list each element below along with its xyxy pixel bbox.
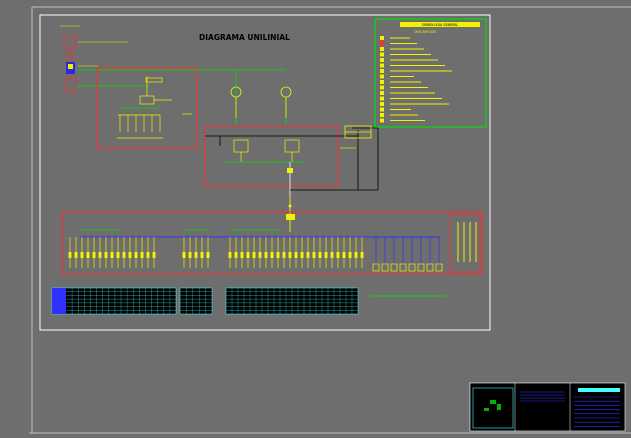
branch-breaker	[270, 252, 274, 258]
upper-subpanel	[96, 67, 198, 149]
branch-breaker	[312, 252, 316, 258]
branch-breaker	[98, 252, 102, 258]
branch-breaker	[294, 252, 298, 258]
branch-breaker	[324, 252, 328, 258]
legend-symbol	[380, 80, 384, 84]
schedule-table-1	[51, 287, 177, 315]
branch-breaker	[110, 252, 114, 258]
branch-breaker	[417, 263, 425, 272]
legend-symbol	[380, 52, 384, 57]
branch-breaker	[276, 252, 280, 258]
branch-breaker	[252, 252, 256, 258]
branch-breaker	[318, 252, 322, 258]
branch-breaker	[240, 252, 244, 258]
legend-symbol	[380, 85, 384, 90]
load-schedule-tables	[51, 287, 359, 315]
legend-symbol	[380, 47, 384, 51]
branch-breaker	[336, 252, 340, 258]
legend-symbol	[380, 118, 384, 123]
branch-breaker	[206, 252, 210, 258]
branch-breaker	[390, 263, 398, 272]
branch-breaker	[360, 252, 364, 258]
branch-breaker	[188, 252, 192, 258]
branch-breaker	[86, 252, 90, 258]
legend-title: SIMBOLOGIA GENERAL	[422, 23, 458, 27]
main-distribution-board	[61, 211, 483, 275]
branch-breaker	[182, 252, 186, 258]
branch-breaker	[306, 252, 310, 258]
outer-sheet-frame	[29, 6, 631, 434]
legend-symbol	[380, 113, 384, 117]
legend-symbol	[380, 69, 384, 73]
legend-symbol	[380, 63, 384, 68]
branch-breaker	[372, 263, 380, 272]
branch-breaker	[264, 252, 268, 258]
legend-symbol	[380, 102, 384, 106]
branch-breaker	[228, 252, 232, 258]
branch-breaker	[342, 252, 346, 258]
drawing-title: DIAGRAMA UNILINIAL	[199, 33, 290, 42]
branch-breaker	[426, 263, 434, 272]
meter-symbols	[230, 86, 292, 118]
legend-symbol	[380, 41, 384, 46]
service-entrance	[60, 25, 150, 93]
branch-breaker	[354, 252, 358, 258]
title-block-location-map	[472, 387, 514, 429]
branch-breaker	[116, 252, 120, 258]
legend-symbol	[380, 107, 384, 112]
branch-breaker	[122, 252, 126, 258]
symbol-legend: SIMBOLOGIA GENERAL DESCRIPCION	[374, 18, 487, 128]
branch-breaker	[104, 252, 108, 258]
branch-breaker	[234, 252, 238, 258]
branch-breaker	[435, 263, 443, 272]
branch-breaker	[348, 252, 352, 258]
transfer-switch-device	[344, 125, 372, 139]
branch-breaker	[68, 252, 72, 258]
branch-breaker	[134, 252, 138, 258]
branch-breaker	[246, 252, 250, 258]
main-transfer-panel	[204, 125, 339, 196]
branch-breaker	[399, 263, 407, 272]
legend-symbol	[380, 36, 384, 40]
branch-breaker	[152, 252, 156, 258]
branch-breaker	[140, 252, 144, 258]
schedule-table-2	[179, 287, 213, 315]
branch-breaker	[300, 252, 304, 258]
drawing-border	[39, 14, 491, 331]
branch-breaker	[200, 252, 204, 258]
branch-breaker	[288, 252, 292, 258]
control-wiring	[205, 127, 379, 191]
legend-symbol	[380, 74, 384, 79]
branch-breaker	[74, 252, 78, 258]
branch-breaker	[128, 252, 132, 258]
branch-breaker	[408, 263, 416, 272]
legend-symbol	[380, 58, 384, 62]
branch-breaker	[92, 252, 96, 258]
legend-subtitle: DESCRIPCION	[414, 30, 436, 34]
main-feeder	[286, 196, 295, 232]
branch-breaker	[258, 252, 262, 258]
legend-symbol	[380, 96, 384, 101]
branch-breaker	[194, 252, 198, 258]
title-block	[469, 382, 626, 432]
branch-breaker	[80, 252, 84, 258]
branch-breaker	[381, 263, 389, 272]
legend-symbol	[380, 91, 384, 95]
branch-breaker	[282, 252, 286, 258]
subpanel-branch-breakers	[117, 114, 163, 139]
branch-breaker	[330, 252, 334, 258]
branch-breaker	[146, 252, 150, 258]
